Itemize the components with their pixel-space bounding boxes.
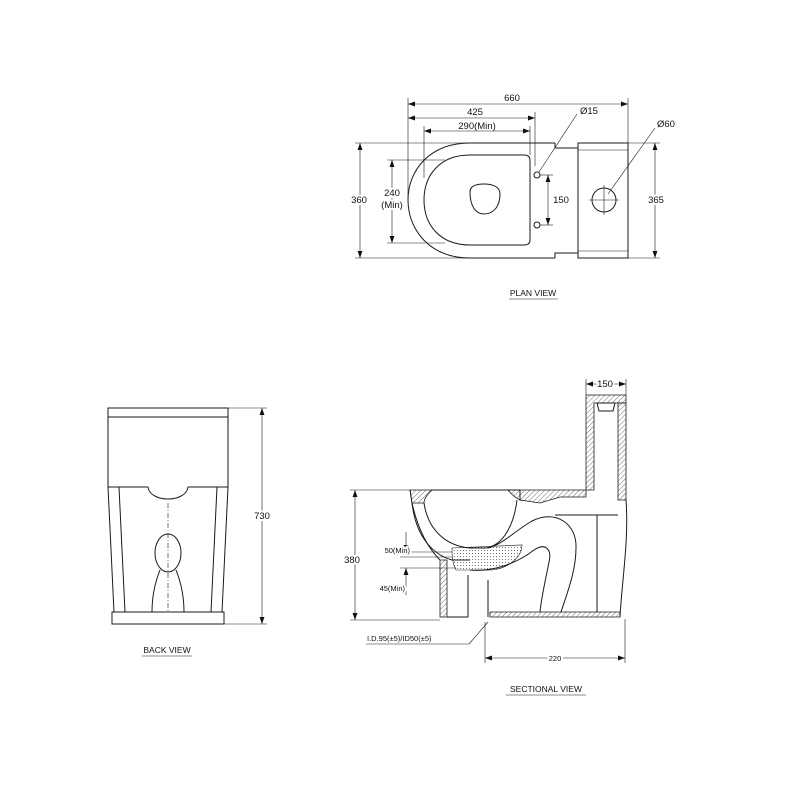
back-body-transition [108, 486, 228, 500]
plan-seat-rim [423, 154, 531, 246]
dimension-seat-width: 240 (Min) [379, 159, 445, 244]
dimension-rough-in: 220 [484, 619, 626, 665]
back-view: 730 BACK VIEW [107, 407, 272, 657]
section-trapway-inner [469, 546, 551, 613]
dimension-overall-length: 660 [407, 93, 629, 198]
plan-bowl-outline [407, 142, 555, 259]
dimension-label: 150 [597, 379, 613, 390]
dimension-label: 360 [351, 195, 367, 206]
back-tank-lid [107, 407, 229, 418]
dimension-label: 380 [344, 555, 360, 566]
dimension-tank-width: 365 [628, 142, 666, 259]
dimension-seat-height: 380 [342, 489, 440, 621]
leader-line [607, 127, 656, 195]
dimension-label: 150 [553, 195, 569, 206]
section-front-wall [439, 559, 448, 618]
back-inner-edge-right [210, 486, 218, 613]
section-front-body-curve [411, 502, 441, 561]
sectional-view-title: SECTIONAL VIEW [510, 684, 582, 694]
plan-view: 660 425 290(Min) Ø15 Ø60 [349, 93, 675, 300]
back-inner-edge-left [118, 486, 126, 613]
dimension-bowl-width: 360 [349, 142, 470, 259]
section-rear-outer-surface [619, 499, 628, 618]
dimension-label: 220 [549, 654, 562, 663]
back-lower-curves [151, 569, 185, 613]
dimension-bowl-length: 425 [408, 107, 536, 166]
dimension-trap: 45(Min) [378, 567, 456, 595]
sectional-view: 150 380 50(Min) 45(Min) I.D.95(±5)/ID50(… [342, 377, 628, 696]
plan-tank-outline [577, 142, 629, 259]
plan-bowl-opening [469, 183, 501, 215]
dimension-label: I.D.95(±5)/ID50(±5) [367, 634, 432, 643]
dimension-tank-depth: 150 [585, 377, 627, 395]
dimension-note: (Min) [381, 200, 403, 211]
dimension-label: 290(Min) [458, 121, 496, 132]
dimension-label: 660 [504, 93, 520, 104]
section-bowl-outer-surface [411, 502, 470, 561]
dimension-label: 50(Min) [385, 546, 411, 555]
dimension-inlet: Ø60 [607, 119, 675, 195]
dimension-seat-length: 290(Min) [423, 121, 531, 178]
section-tank-lid-piece [596, 402, 616, 412]
dimension-label: Ø60 [657, 119, 675, 130]
dimension-bolt-spacing: 150 [540, 174, 571, 226]
section-tank-wall-right [617, 402, 627, 501]
back-outlet-oval [154, 533, 182, 573]
dimension-label: 365 [648, 195, 664, 206]
back-base [111, 611, 225, 625]
dimension-label: 730 [254, 511, 270, 522]
dimension-label: 425 [467, 107, 483, 118]
dimension-label: Ø15 [580, 106, 598, 117]
section-front-rim [409, 489, 433, 504]
dimension-total-height: 730 [224, 407, 272, 625]
back-view-title: BACK VIEW [143, 645, 190, 655]
dimension-water-seal: 50(Min) [383, 532, 452, 558]
dimension-label: 45(Min) [380, 584, 406, 593]
section-rear-rim [507, 489, 521, 501]
section-water-seal [451, 544, 523, 571]
section-front-face [409, 489, 413, 504]
section-base-foot [489, 611, 621, 618]
dimension-label: 240 [384, 188, 400, 199]
plan-view-title: PLAN VIEW [510, 288, 556, 298]
dimension-bolt-hole: Ø15 [538, 106, 598, 173]
section-trapway-outer [487, 516, 577, 613]
leader-line [538, 113, 578, 173]
